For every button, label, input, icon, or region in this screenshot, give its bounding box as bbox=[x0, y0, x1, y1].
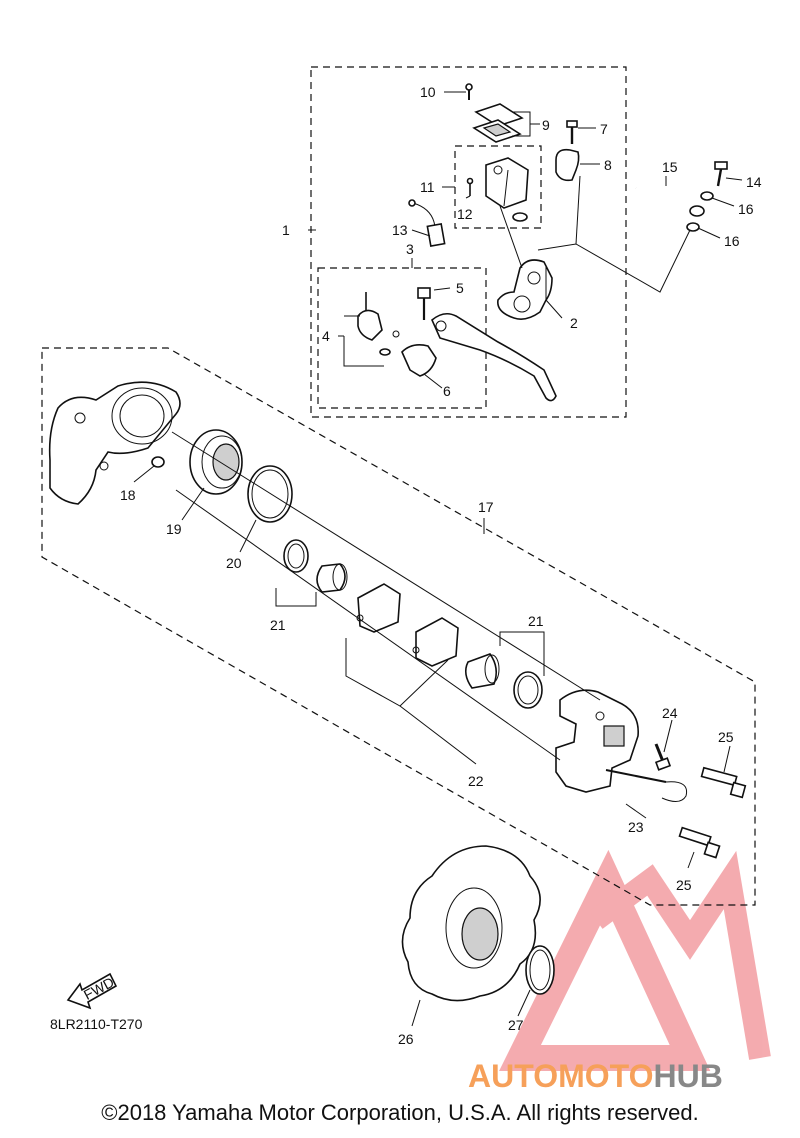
part-11-reservoir bbox=[485, 157, 529, 222]
part-13-switch bbox=[408, 199, 446, 247]
automotohub-watermark: AUTOMOTOHUB bbox=[468, 1058, 723, 1095]
part-21-piston-right bbox=[464, 653, 500, 689]
callout-22: 22 bbox=[468, 773, 484, 789]
group-3-box bbox=[317, 267, 487, 409]
part-20-seal bbox=[247, 465, 293, 523]
callout-2: 2 bbox=[570, 315, 578, 331]
part-14-banjo-bolt bbox=[714, 161, 728, 187]
callout-15: 15 bbox=[662, 159, 678, 175]
callout-23: 23 bbox=[628, 819, 644, 835]
part-8-clamp bbox=[555, 148, 580, 182]
brake-pedal bbox=[431, 312, 557, 402]
part-22-pad-inner bbox=[412, 617, 459, 667]
part-16-washer-lower bbox=[686, 222, 700, 232]
callout-21-right: 21 bbox=[528, 613, 544, 629]
part-12-screw bbox=[466, 177, 474, 196]
part-22-pad-outer bbox=[356, 583, 401, 633]
callout-6: 6 bbox=[443, 383, 451, 399]
callout-21-left: 21 bbox=[270, 617, 286, 633]
callout-27: 27 bbox=[508, 1017, 524, 1033]
part-25-bolt-lower bbox=[678, 826, 721, 859]
callout-20: 20 bbox=[226, 555, 242, 571]
watermark-part1: AUTOMOTO bbox=[468, 1058, 654, 1094]
callout-16-upper: 16 bbox=[738, 201, 754, 217]
automotohub-logo-mark bbox=[499, 849, 771, 1071]
group-1-box bbox=[310, 66, 627, 418]
part-9-cap bbox=[472, 103, 524, 143]
part-7-bolt bbox=[566, 120, 578, 144]
part-18-collar bbox=[151, 456, 165, 468]
fwd-arrow-icon: FWD bbox=[66, 972, 118, 1010]
callout-11: 11 bbox=[420, 179, 435, 195]
copyright-notice: ©2018 Yamaha Motor Corporation, U.S.A. A… bbox=[101, 1100, 699, 1125]
part-4-switch bbox=[357, 292, 400, 356]
caliper-body bbox=[555, 689, 639, 793]
caliper-bracket bbox=[48, 381, 181, 505]
callout-24: 24 bbox=[662, 705, 678, 721]
callout-17: 17 bbox=[478, 499, 494, 515]
part-6-bracket bbox=[401, 344, 437, 377]
callout-19: 19 bbox=[166, 521, 182, 537]
diagram-code: 8LR2110-T270 bbox=[50, 1016, 143, 1032]
callout-4: 4 bbox=[322, 328, 330, 344]
part-24-bleed-screw bbox=[654, 743, 672, 771]
part-21-seal-left bbox=[283, 539, 309, 573]
callout-1: 1 bbox=[282, 222, 290, 238]
callout-25-upper: 25 bbox=[718, 729, 734, 745]
watermark-part2: HUB bbox=[653, 1058, 723, 1094]
callout-10: 10 bbox=[420, 84, 436, 100]
callout-7: 7 bbox=[600, 121, 608, 137]
part-19-bearing bbox=[189, 429, 243, 495]
part-2-master-cylinder bbox=[497, 259, 553, 320]
part-21-seal-right bbox=[513, 671, 543, 709]
part-5-pivot-bolt bbox=[417, 287, 431, 320]
callout-26: 26 bbox=[398, 1031, 414, 1047]
fwd-text: FWD bbox=[81, 974, 117, 1003]
part-25-bolt-upper bbox=[700, 766, 747, 799]
part-23-pin bbox=[605, 769, 688, 802]
part-10-screw bbox=[465, 83, 473, 100]
callout-18: 18 bbox=[120, 487, 136, 503]
callout-3: 3 bbox=[406, 241, 414, 257]
leader-lines bbox=[133, 91, 743, 1027]
group-17-outline bbox=[41, 347, 756, 906]
callout-13: 13 bbox=[392, 222, 408, 238]
callout-25-lower: 25 bbox=[676, 877, 692, 893]
callouts: 1 2 3 4 5 6 7 8 9 10 11 12 13 14 15 16 1… bbox=[120, 84, 762, 1047]
part-16-washer-upper bbox=[700, 191, 714, 201]
part-27-circlip bbox=[525, 945, 555, 995]
part-21-piston-left bbox=[316, 563, 348, 593]
callout-5: 5 bbox=[456, 280, 464, 296]
callout-12: 12 bbox=[457, 206, 473, 222]
callout-9: 9 bbox=[542, 117, 550, 133]
callout-16-lower: 16 bbox=[724, 233, 740, 249]
part-15-brake-hose bbox=[635, 186, 705, 217]
part-26-brake-disc bbox=[401, 845, 541, 1002]
callout-8: 8 bbox=[604, 157, 612, 173]
callout-14: 14 bbox=[746, 174, 762, 190]
